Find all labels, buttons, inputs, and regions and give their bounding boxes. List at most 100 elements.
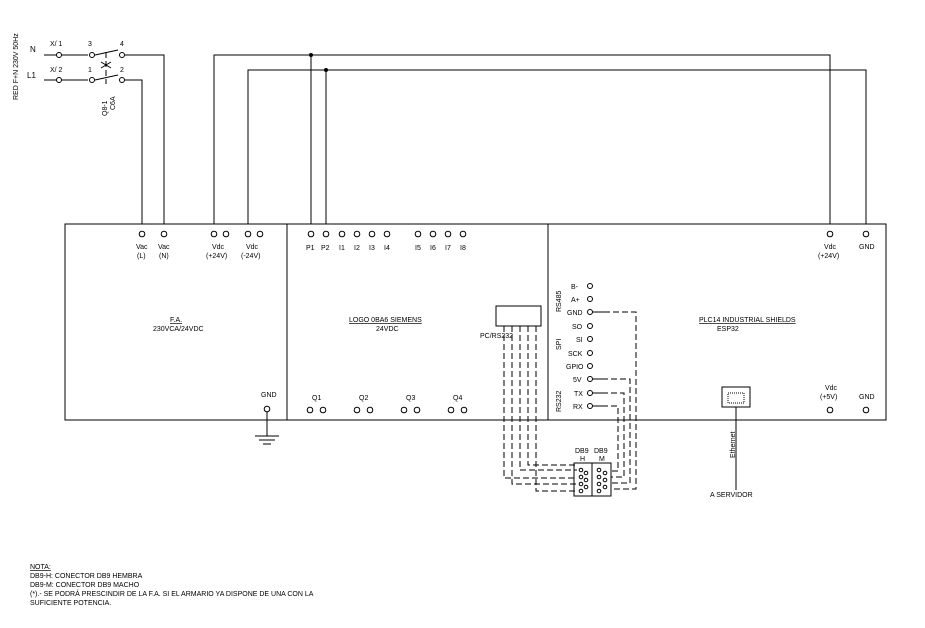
logo-subtitle: 24VDC [376, 326, 399, 333]
terminal-gpio [587, 363, 593, 369]
logo-input-i8: I8 [460, 245, 466, 252]
cable-pc-1 [503, 326, 577, 479]
logo-output-q2: Q2 [359, 395, 368, 402]
cable-pc-5 [535, 326, 577, 492]
db9-h-pin [578, 481, 584, 487]
logo-input-i4: I4 [384, 245, 390, 252]
terminal-so [587, 323, 593, 329]
terminal-plc-5v [826, 406, 834, 414]
notes-line-3: (*).- SE PODRÁ PRESCINDIR DE LA F.A. SI … [30, 589, 314, 598]
terminal-i6 [429, 230, 437, 238]
db9-m-pin [602, 484, 608, 490]
plc-pin-a: A+ [571, 297, 580, 304]
label-x1: X/ 1 [50, 41, 63, 48]
terminal-p2 [322, 230, 330, 238]
label-p2: 2 [120, 67, 124, 74]
terminal-vdc-minus [244, 230, 252, 238]
plc-vdc-bot: Vdc [825, 385, 838, 392]
terminal-b [587, 283, 593, 289]
plc-rs232-label: RS232 [556, 390, 563, 412]
plc-gnd-top: GND [859, 244, 875, 251]
plc-pin-5v: 5V [573, 377, 582, 384]
plc-pin-gnd: GND [567, 310, 583, 317]
cable-pc-2 [511, 326, 577, 485]
label-x2: X/ 2 [50, 67, 63, 74]
db9-m-label: M [599, 456, 605, 463]
servidor-label: A SERVIDOR [710, 492, 753, 499]
logo-title: LOGO 0BA6 SIEMENS [349, 317, 422, 324]
fa-gnd-label: GND [261, 392, 277, 399]
fa-vac-n2: (N) [159, 253, 169, 260]
plc-pin-tx: TX [574, 391, 583, 398]
db9-m-pin [596, 481, 602, 487]
terminal-4 [119, 52, 125, 58]
terminal-a [587, 296, 593, 302]
switch-l1 [94, 74, 119, 81]
logo-input-i3: I3 [369, 245, 375, 252]
wire-24v-minus [247, 69, 867, 224]
main-enclosure [64, 223, 887, 421]
plc-vdc-bot2: (+5V) [820, 394, 837, 401]
breaker-rating: C6A [110, 96, 117, 110]
plc-vdc-top: Vdc [824, 244, 837, 251]
notes-title: NOTA: [30, 564, 51, 571]
terminal-3 [89, 52, 95, 58]
fa-vac-l2: (L) [137, 253, 146, 260]
db9-h-label: H [580, 456, 585, 463]
terminal-1 [89, 77, 95, 83]
terminal-i2 [353, 230, 361, 238]
terminal-x1 [56, 52, 62, 58]
plc-gnd-bot: GND [859, 394, 875, 401]
terminal-i5 [414, 230, 422, 238]
label-n: N [30, 45, 36, 54]
db9-label-2: DB9 [594, 448, 608, 455]
wire-vac-n [125, 54, 165, 224]
terminal-i7 [444, 230, 452, 238]
cable-pc-3 [519, 326, 577, 471]
terminal-q3a [400, 406, 408, 414]
terminal-p1 [307, 230, 315, 238]
junction-p1 [309, 53, 313, 57]
wire-24v-plus [213, 54, 831, 224]
label-p3: 3 [88, 41, 92, 48]
terminal-q2b [366, 406, 374, 414]
db9-h-pin [583, 470, 589, 476]
plc-pin-so: SO [572, 324, 583, 331]
terminal-q4a [447, 406, 455, 414]
fa-vdc-n2: (-24V) [241, 253, 260, 260]
terminal-i4 [383, 230, 391, 238]
ground-symbol [255, 412, 279, 445]
plc-spi-label: SPI [556, 339, 563, 350]
plc-pin-sck: SCK [568, 351, 583, 358]
label-l1: L1 [27, 71, 36, 80]
breaker-label: Q8-1 [102, 100, 109, 116]
terminal-q1a [306, 406, 314, 414]
plc-pin-terminals [587, 283, 593, 409]
db9-h-pin [578, 467, 584, 473]
terminal-vac-n [160, 230, 168, 238]
terminal-rx [587, 403, 593, 409]
terminal-vdc-plus-2 [222, 230, 230, 238]
fa-title: F.A. [170, 317, 182, 324]
junction-p2 [324, 68, 328, 72]
db9-h-pin [578, 488, 584, 494]
logo-input-p2: P2 [321, 245, 330, 252]
logo-output-q3: Q3 [406, 395, 415, 402]
fa-vdc-p: Vdc [212, 244, 225, 251]
terminal-vdc-plus [210, 230, 218, 238]
logo-input-i1: I1 [339, 245, 345, 252]
logo-input-p1: P1 [306, 245, 315, 252]
logo-output-terminals [306, 406, 468, 414]
ethernet-port [721, 386, 751, 408]
logo-output-q1: Q1 [312, 395, 321, 402]
label-p4: 4 [120, 41, 124, 48]
notes-line-2: DB9-M: CONECTOR DB9 MACHO [30, 582, 140, 589]
terminal-plc-gnd [862, 230, 870, 238]
label-p1: 1 [88, 67, 92, 74]
plc-vdc-top2: (+24V) [818, 253, 839, 260]
logo-input-i5: I5 [415, 245, 421, 252]
terminal-tx [587, 390, 593, 396]
terminal-i3 [368, 230, 376, 238]
plc-rs485-label: RS485 [556, 290, 563, 312]
